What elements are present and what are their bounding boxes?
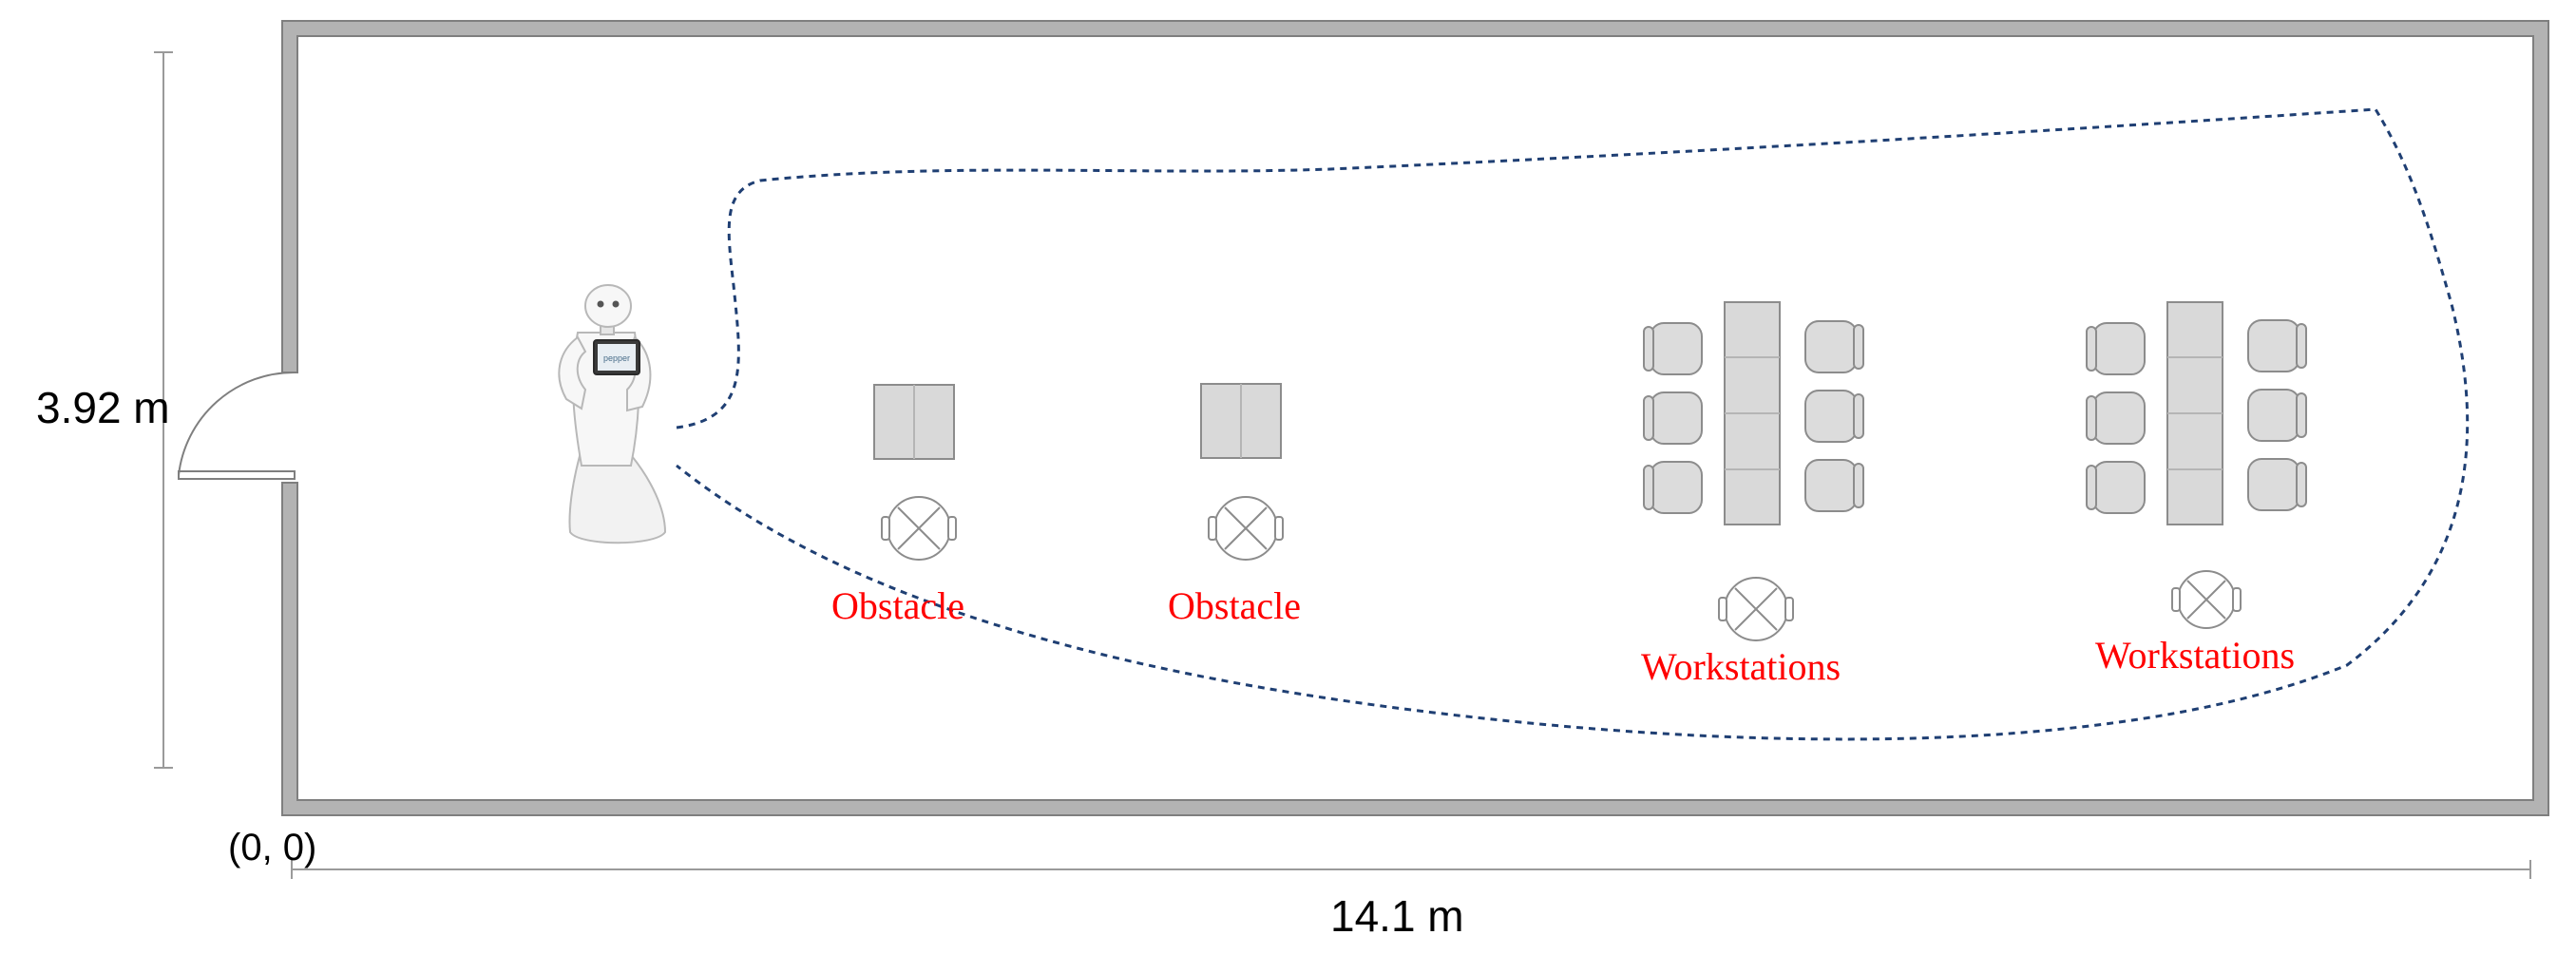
robot-head (584, 284, 632, 328)
workstations-2-desk (2166, 301, 2223, 525)
robot-left-arm (558, 335, 587, 410)
robot-screen-text: pepper (603, 353, 630, 363)
obstacle-1-table (873, 384, 955, 460)
origin-label: (0, 0) (228, 827, 316, 868)
door (178, 371, 297, 484)
workstations-1-desk (1724, 301, 1781, 525)
workstations-2-label: Workstations (2095, 634, 2295, 677)
obstacle-1-chair (881, 496, 957, 561)
workstations-2-chairs-left (2086, 322, 2146, 514)
obstacle-2-chair (1208, 496, 1284, 561)
workstations-1-label: Workstations (1641, 645, 1841, 688)
workstations-2-round-chair (2171, 570, 2242, 629)
workstations-1-round-chair (1718, 577, 1794, 641)
robot-left-eye (597, 300, 604, 308)
workstations-1-chairs-left (1643, 322, 1703, 514)
robot-right-eye (612, 300, 620, 308)
pepper-robot (558, 284, 667, 544)
obstacle-2-label: Obstacle (1168, 584, 1301, 627)
obstacle-1-label: Obstacle (831, 584, 964, 627)
height-label: 3.92 m (36, 383, 170, 432)
width-dimension-line (291, 860, 2531, 879)
obstacle-2-table (1200, 383, 1282, 459)
width-label: 14.1 m (1330, 891, 1464, 941)
height-dimension-line (154, 51, 173, 769)
robot-tablet-screen (598, 344, 636, 371)
robot-path (676, 107, 2470, 741)
workstations-1-chairs-right (1804, 320, 1864, 512)
robot-base (568, 455, 667, 544)
workstations-2-chairs-right (2247, 319, 2307, 511)
